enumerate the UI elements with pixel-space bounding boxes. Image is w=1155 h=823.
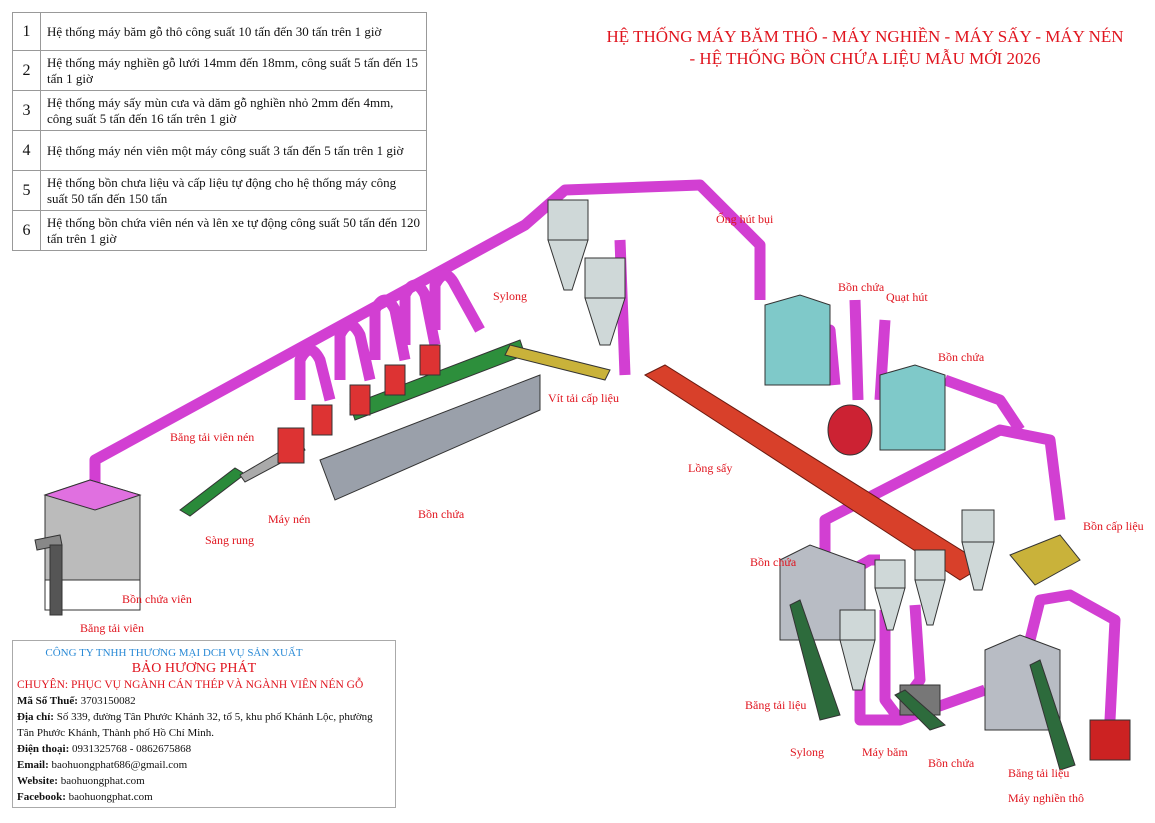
label-material-belt-1: Băng tải liệu xyxy=(745,698,807,712)
title-line-2: - HỆ THỐNG BỒN CHỨA LIỆU MẪU MỚI 2026 xyxy=(689,49,1041,68)
row-number: 6 xyxy=(12,210,41,251)
row-text: Hệ thống bồn chứa viên nén và lên xe tự … xyxy=(40,210,427,251)
website-label: Website: xyxy=(17,775,58,787)
facebook-link[interactable]: baohuongphat.com xyxy=(68,791,153,803)
tax-line: Mã Số Thuế: 3703150082 xyxy=(17,693,391,709)
row-number: 1 xyxy=(12,12,41,51)
label-pellet-conveyor: Băng tải viên nén xyxy=(170,430,255,444)
page-title: HỆ THỐNG MÁY BĂM THÔ - MÁY NGHIỀN - MÁY … xyxy=(580,26,1150,70)
row-text: Hệ thống máy nghiền gỗ lưới 14mm đến 18m… xyxy=(40,50,427,91)
label-dryer: Lồng sấy xyxy=(688,461,733,475)
address-line: Địa chỉ: Số 339, đường Tân Phước Khánh 3… xyxy=(17,709,391,741)
label-cyclone-top: Sylong xyxy=(493,289,528,303)
company-slogan: CHUYÊN: PHỤC VỤ NGÀNH CÁN THÉP VÀ NGÀNH … xyxy=(17,679,364,691)
facebook-line: Facebook: baohuongphat.com xyxy=(17,789,391,805)
label-storage-1: Bồn chứa xyxy=(838,280,885,294)
label-cyclone-bottom: Sylong xyxy=(790,745,825,759)
company-info-box: CÔNG TY TNHH THƯƠNG MẠI DCH VỤ SẢN XUẤT … xyxy=(12,640,396,808)
address-value: Số 339, đường Tân Phước Khánh 32, tổ 5, … xyxy=(17,711,373,739)
label-feed-bin: Bồn cấp liệu xyxy=(1083,519,1144,533)
storage-tanks xyxy=(764,294,1131,761)
label-storage-2: Bồn chứa xyxy=(938,350,985,364)
address-label: Địa chỉ: xyxy=(17,711,54,723)
label-pellet-bin: Bồn chứa viên xyxy=(122,592,192,606)
label-pellet-mill: Máy nén xyxy=(268,512,311,526)
website-line: Website: baohuongphat.com xyxy=(17,773,391,789)
row-number: 5 xyxy=(12,170,41,211)
phone-label: Điện thoại: xyxy=(17,743,70,755)
label-pellet-belt: Băng tải viên xyxy=(80,621,144,635)
label-storage-3: Bồn chứa xyxy=(418,507,465,521)
phone-value: 0931325768 - 0862675868 xyxy=(72,743,192,755)
row-text: Hệ thống máy sấy mùn cưa và dăm gỗ nghiề… xyxy=(40,90,427,131)
facebook-label: Facebook: xyxy=(17,791,66,803)
label-chipper: Máy băm xyxy=(862,745,908,759)
label-material-belt-2: Băng tải liệu xyxy=(1008,766,1070,780)
email-value[interactable]: baohuongphat686@gmail.com xyxy=(51,759,188,771)
row-text: Hệ thống máy nén viên một máy công suất … xyxy=(40,130,427,171)
row-number: 3 xyxy=(12,90,41,131)
pellet-mill-line xyxy=(277,339,611,501)
phone-line: Điện thoại: 0931325768 - 0862675868 xyxy=(17,741,391,757)
title-line-1: HỆ THỐNG MÁY BĂM THÔ - MÁY NGHIỀN - MÁY … xyxy=(606,27,1124,46)
label-screw-feeder: Vít tải cấp liệu xyxy=(548,391,619,405)
label-suction-fan: Quạt hút xyxy=(886,290,928,304)
cyclones-top xyxy=(547,199,626,346)
tax-label: Mã Số Thuế: xyxy=(17,695,78,707)
tax-value: 3703150082 xyxy=(80,695,136,707)
dust-pipes xyxy=(89,179,1121,726)
label-vibrating-screen: Sàng rung xyxy=(205,533,254,547)
label-storage-4: Bồn chứa xyxy=(750,555,797,569)
pellet-bin xyxy=(43,479,142,611)
company-type: CÔNG TY TNHH THƯƠNG MẠI DCH VỤ SẢN XUẤT xyxy=(45,647,303,659)
label-storage-5: Bồn chứa xyxy=(928,756,975,770)
row-text: Hệ thống máy băm gỗ thô công suất 10 tấn… xyxy=(40,12,427,51)
label-coarse-grinder: Máy nghiền thô xyxy=(1008,791,1084,805)
company-name: BẢO HƯƠNG PHÁT xyxy=(131,661,257,676)
email-label: Email: xyxy=(17,759,49,771)
email-line: Email: baohuongphat686@gmail.com xyxy=(17,757,391,773)
row-number: 4 xyxy=(12,130,41,171)
cyclones-bottom xyxy=(839,509,995,691)
row-text: Hệ thống bồn chưa liệu và cấp liệu tự độ… xyxy=(40,170,427,211)
label-dust-pipe: Ống hút bụi xyxy=(716,212,774,226)
website-link[interactable]: baohuongphat.com xyxy=(60,775,145,787)
feed-conveyors xyxy=(789,599,1076,771)
row-number: 2 xyxy=(12,50,41,91)
